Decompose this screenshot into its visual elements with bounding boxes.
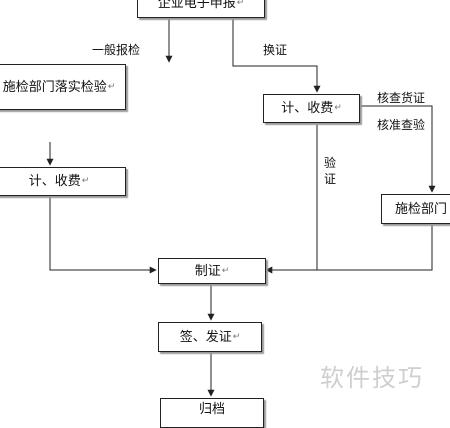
edge-label-general: 一般报检 xyxy=(92,43,141,57)
edge-right-dept-certify xyxy=(265,224,433,274)
edge-label-check-goods: 核查货证 xyxy=(377,91,426,105)
edge-label-approve-inspection: 核准查验 xyxy=(377,118,426,132)
node-left-fee-label: 计、收费 xyxy=(28,174,81,189)
watermark: 软件技巧 xyxy=(320,364,424,392)
node-left-fee: 计、收费↵ xyxy=(0,167,126,196)
node-right-dept-label: 施检部门 xyxy=(395,201,448,217)
node-right-fee: 计、收费↵ xyxy=(263,94,360,123)
node-sign: 签、发证↵ xyxy=(158,322,262,352)
edge-label-verify: 验证 xyxy=(323,156,336,186)
return-mark-icon: ↵ xyxy=(81,176,90,186)
node-left-dept: 施检部门落实检验↵ xyxy=(0,64,126,110)
node-certify-label: 制证 xyxy=(194,263,221,279)
node-sign-label: 签、发证 xyxy=(179,329,232,345)
node-top: 企业电子申报↵ xyxy=(137,0,265,18)
node-certify: 制证↵ xyxy=(158,258,266,284)
return-mark-icon: ↵ xyxy=(334,103,342,113)
node-right-dept: 施检部门 xyxy=(381,194,450,224)
return-mark-icon: ↵ xyxy=(221,265,230,276)
node-left-dept-label: 施检部门落实检验 xyxy=(2,79,107,95)
node-bottom: 归档 xyxy=(160,398,264,428)
node-bottom-label: 归档 xyxy=(198,402,225,417)
edge-label-exchange: 换证 xyxy=(263,43,288,57)
return-mark-icon: ↵ xyxy=(107,81,116,92)
return-mark-icon: ↵ xyxy=(232,331,241,342)
edge-left-fee-certify xyxy=(49,196,157,274)
edge-right-fee-dept xyxy=(360,105,436,193)
node-top-label: 企业电子申报 xyxy=(157,0,236,11)
node-right-fee-label: 计、收费 xyxy=(281,101,334,116)
edge-exchange xyxy=(232,18,321,93)
flow-connectors xyxy=(46,18,436,397)
return-mark-icon: ↵ xyxy=(236,0,245,8)
